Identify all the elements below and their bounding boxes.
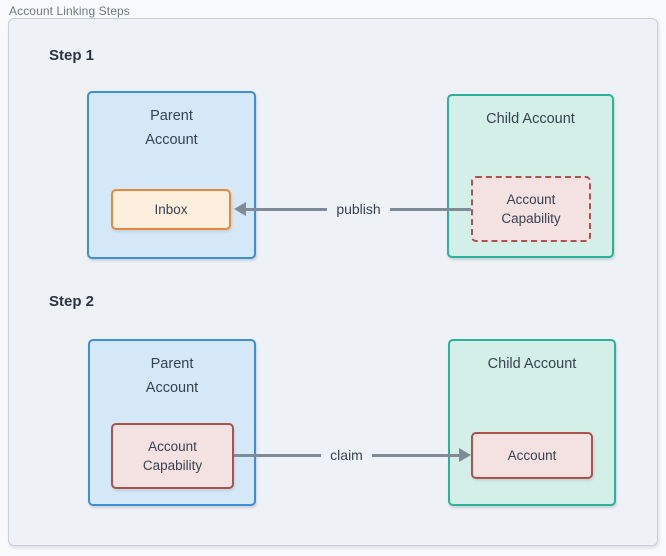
- claim-arrow-label: claim: [330, 447, 363, 463]
- step1-inbox-node: Inbox: [111, 189, 231, 230]
- step1-inbox-label: Inbox: [154, 202, 188, 217]
- step1-parent-account-title: Parent Account: [145, 108, 198, 148]
- step2-child-account-title: Child Account: [487, 356, 577, 372]
- arrow-line: [246, 207, 328, 211]
- step1-account-capability-label: Account Capability: [501, 192, 561, 226]
- arrow-left-head-icon: [234, 202, 246, 216]
- step1-parent-account-box: Parent Account: [87, 91, 256, 259]
- publish-arrow: publish: [234, 197, 471, 221]
- claim-arrow: claim: [234, 443, 472, 467]
- arrow-line: [371, 453, 460, 457]
- step2-parent-account-title: Parent Account: [145, 356, 199, 396]
- step-2-label: Step 2: [49, 293, 95, 310]
- group-title: Account Linking Steps: [9, 4, 130, 18]
- step1-child-account-title: Child Account: [486, 111, 575, 127]
- diagram-container: Step 1 Parent Account Inbox Child Accoun…: [8, 18, 658, 546]
- arrow-line: [234, 453, 322, 457]
- step2-account-capability-label: Account Capability: [142, 439, 203, 473]
- arrow-right-head-icon: [459, 448, 472, 462]
- step2-account-capability-node: Account Capability: [111, 423, 234, 489]
- publish-arrow-label: publish: [336, 201, 381, 217]
- step-1-label: Step 1: [49, 47, 95, 64]
- arrow-line: [389, 207, 471, 211]
- step2-account-label: Account: [507, 448, 557, 463]
- step2-child-account-box: Child Account: [448, 339, 616, 506]
- step1-account-capability-node: Account Capability: [471, 176, 591, 242]
- step2-account-node: Account: [471, 432, 593, 479]
